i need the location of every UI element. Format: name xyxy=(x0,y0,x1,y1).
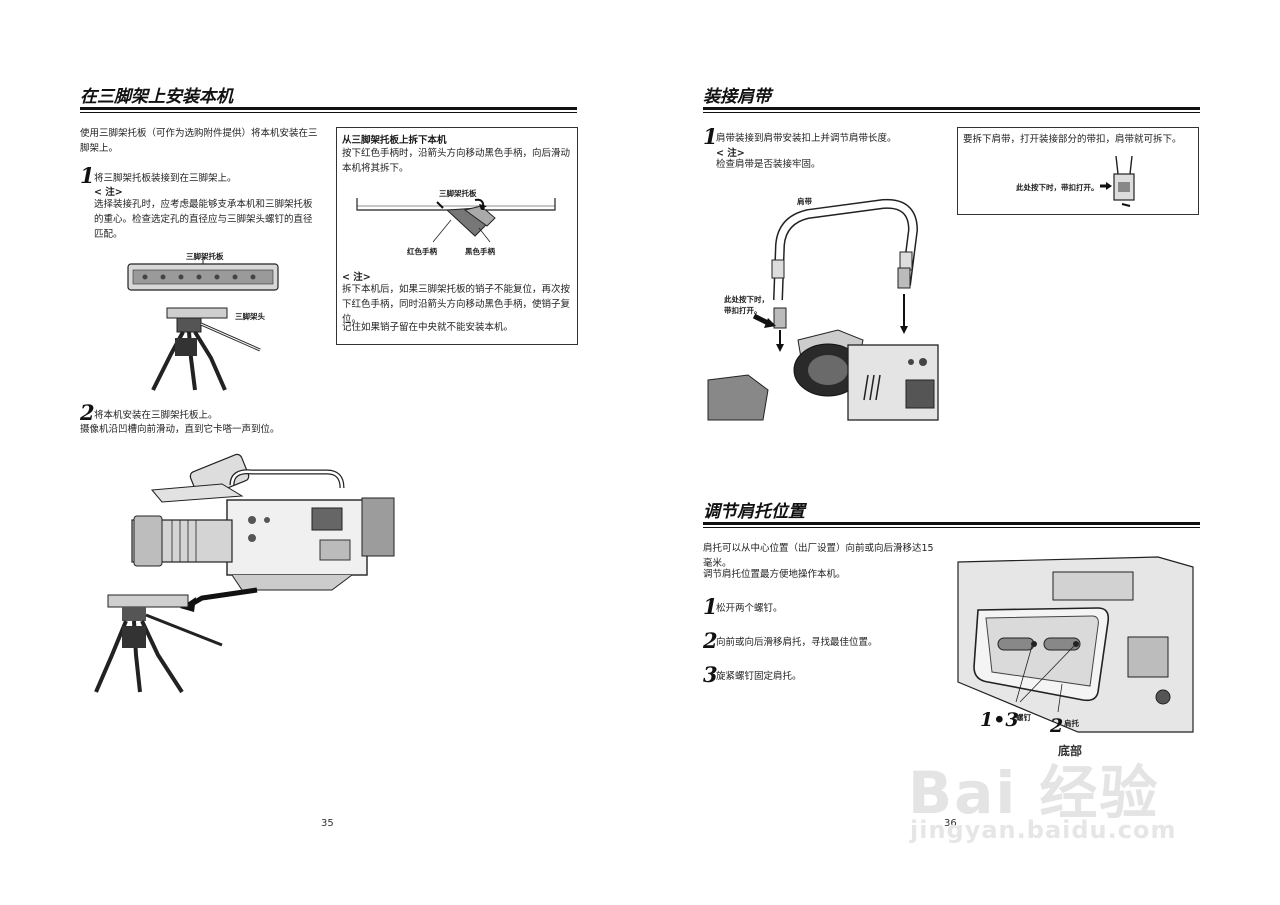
left-title-rule xyxy=(80,107,577,110)
baidu-watermark-url: jingyan.baidu.com xyxy=(910,816,1177,844)
step-1-number: 1 xyxy=(80,163,95,188)
shoulder-step-2-text: 向前或向后滑移肩托，寻找最佳位置。 xyxy=(716,637,878,648)
box-note-text2: 记住如果销子留在中央就不能安装本机。 xyxy=(342,322,514,333)
strap-fig-label: 肩带 xyxy=(797,197,812,206)
fig-label-screw: 螺钉 xyxy=(1016,713,1031,722)
camera-mount-illustration xyxy=(94,453,395,694)
fig-label-steps-1-3: 1•3 xyxy=(980,709,1019,731)
left-intro-text: 使用三脚架托板（可作为选购附件提供）将本机安装在三脚架上。 xyxy=(80,128,318,154)
shoulder-intro: 肩托可以从中心位置（出厂设置）向前或向后滑移达15毫米。 xyxy=(703,543,934,569)
fig1-label-plate: 三脚架托板 xyxy=(186,252,224,261)
strap-removal-box: 要拆下肩带，打开装接部分的带扣，肩带就可拆下。 此处按下时，带扣打开。 xyxy=(957,127,1199,215)
shoulder-step-3-number: 3 xyxy=(703,662,718,687)
step-2-text2: 摄像机沿凹槽向前滑动，直到它卡嗒一声到位。 xyxy=(80,424,280,435)
release-handle-illustration xyxy=(356,198,556,243)
shoulder-step-2-number: 2 xyxy=(703,628,718,653)
fig-label-pad: 肩托 xyxy=(1064,719,1079,728)
fig-label-bottom: 底部 xyxy=(1058,744,1083,758)
strap-box-text: 要拆下肩带，打开装接部分的带扣，肩带就可拆下。 xyxy=(963,134,1182,145)
strap-fig-label-press: 此处按下时，带扣打开。 xyxy=(724,295,769,315)
fig1-label-head: 三脚架头 xyxy=(235,312,265,321)
strap-box-fig-label: 此处按下时，带扣打开。 xyxy=(1016,183,1099,192)
box-text: 按下红色手柄时，沿箭头方向移动黑色手柄，向后滑动本机将其拆下。 xyxy=(342,148,571,174)
box-fig-label-black: 黑色手柄 xyxy=(465,247,495,256)
strap-step-1-text: 肩带装接到肩带安装扣上并调节肩带长度。 xyxy=(716,133,897,144)
shoulder-pad-illustration xyxy=(957,556,1194,733)
step-2-number: 2 xyxy=(80,400,95,425)
right-page-number: 36 xyxy=(944,818,957,829)
tripod-plate-illustration xyxy=(127,256,279,391)
shoulder-step-1-text: 松开两个螺钉。 xyxy=(716,603,783,614)
remove-from-plate-box: 从三脚架托板上拆下本机 按下红色手柄时，沿箭头方向移动黑色手柄，向后滑动本机将其… xyxy=(336,127,578,345)
strap-camera-illustration xyxy=(707,198,939,421)
box-note-text: 拆下本机后，如果三脚架托板的销子不能复位，再次按下红色手柄，同时沿箭头方向移动黑… xyxy=(342,284,571,325)
step-1-text: 将三脚架托板装接到在三脚架上。 xyxy=(94,173,237,184)
shoulder-intro2: 调节肩托位置最方便地操作本机。 xyxy=(703,569,846,580)
strap-note-text: 检查肩带是否装接牢固。 xyxy=(716,159,821,170)
step-1-note-text: 选择装接孔时，应考虑最能够支承本机和三脚架托板的重心。检查选定孔的直径应与三脚架… xyxy=(94,199,313,240)
buckle-illustration xyxy=(1100,155,1135,207)
fig-label-step-2: 2 xyxy=(1050,715,1064,737)
strap-step-1-number: 1 xyxy=(703,124,718,149)
step-1-note-label: < 注> xyxy=(94,187,123,198)
baidu-watermark-logo: Bai 经验 xyxy=(908,759,1160,827)
left-page-number: 35 xyxy=(321,818,334,829)
step-2-text: 将本机安装在三脚架托板上。 xyxy=(94,410,218,421)
box-title: 从三脚架托板上拆下本机 xyxy=(342,135,447,146)
shoulder-step-1-number: 1 xyxy=(703,594,718,619)
strap-section-title: 装接肩带 xyxy=(703,87,771,107)
box-fig-label-red: 红色手柄 xyxy=(407,247,437,256)
strap-note-label: < 注> xyxy=(716,148,745,159)
box-fig-label-plate: 三脚架托板 xyxy=(439,189,477,198)
box-note-label: < 注> xyxy=(342,272,371,283)
left-section-title: 在三脚架上安装本机 xyxy=(80,87,233,107)
shoulder-section-title: 调节肩托位置 xyxy=(703,502,805,522)
shoulder-step-3-text: 旋紧螺钉固定肩托。 xyxy=(716,671,802,682)
